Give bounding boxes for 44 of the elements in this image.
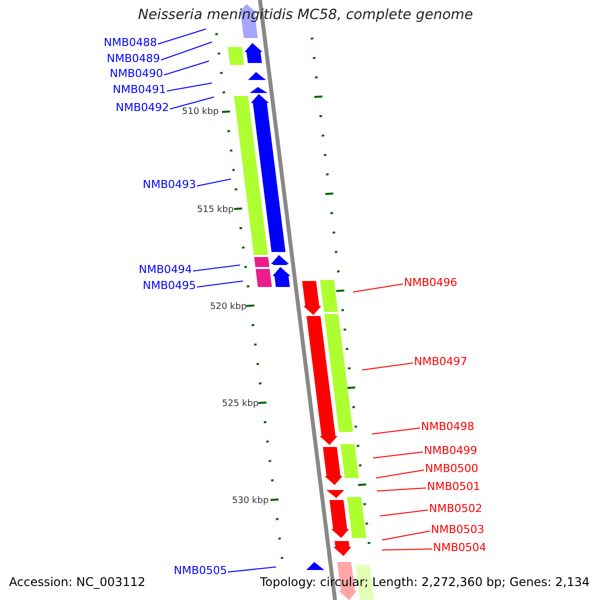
leader-line — [380, 510, 428, 516]
leader-line — [166, 82, 212, 92]
leader-line — [196, 280, 244, 288]
gene-label: NMB0504 — [433, 542, 486, 553]
scale-label: 520 kbp — [210, 303, 247, 312]
gene-label: NMB0501 — [427, 481, 480, 492]
gene-label: NMB0497 — [414, 356, 468, 367]
gene-label: NMB0495 — [142, 280, 196, 291]
title: Neisseria meningitidis MC58, complete genome — [138, 8, 474, 22]
leader-line — [382, 530, 430, 540]
leader-line — [164, 60, 210, 76]
scale-label: 515 kbp — [197, 206, 234, 215]
leader-line — [352, 284, 404, 292]
gene-label: NMB0496 — [404, 277, 458, 288]
gene-label: NMB0491 — [112, 84, 166, 95]
gene-label: NMB0500 — [425, 463, 478, 474]
leader-line — [228, 566, 276, 572]
leader-line — [192, 264, 240, 272]
leader-line — [372, 452, 424, 458]
scale-label: 530 kbp — [232, 497, 269, 506]
gene-label: NMB0503 — [431, 524, 484, 535]
leader-line — [376, 488, 426, 492]
leader-line — [160, 42, 212, 60]
scale-label: 510 kbp — [182, 108, 219, 117]
leader-line — [362, 362, 414, 370]
gene-label: NMB0490 — [110, 68, 163, 79]
gene-label: NMB0488 — [104, 37, 157, 48]
leader-line — [170, 96, 214, 110]
gene-label: NMB0499 — [424, 445, 478, 456]
gene-label: NMB0492 — [116, 102, 169, 113]
info-text: Accession: NC_003112 — [9, 576, 146, 588]
gene-label: NMB0493 — [142, 179, 196, 190]
leader-line — [382, 548, 432, 550]
gene-label: NMB0505 — [174, 565, 227, 576]
leader-line — [196, 178, 232, 186]
gene-label: NMB0502 — [429, 503, 482, 514]
leader-line — [376, 470, 424, 478]
leader-line — [158, 28, 206, 44]
gene-label: NMB0489 — [106, 53, 160, 64]
info-text: Topology: circular; Length: 2,272,360 bp; Genes: 2,134 — [260, 576, 590, 588]
leader-line — [372, 428, 420, 434]
scale-label: 525 kbp — [222, 400, 259, 409]
gene-label: NMB0494 — [138, 264, 192, 275]
gene-label: NMB0498 — [421, 421, 474, 432]
